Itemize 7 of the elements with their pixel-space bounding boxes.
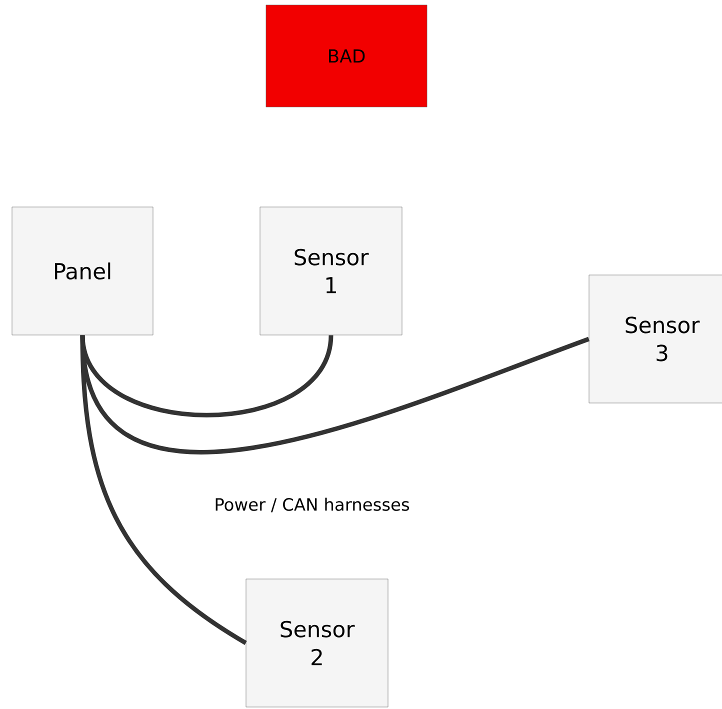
sensor-box: Sensor 3	[588, 274, 722, 404]
alert-box: BAD	[266, 4, 428, 108]
caption-text: Power / CAN harnesses	[216, 498, 410, 512]
panel-box: Panel	[12, 206, 154, 336]
sensor-box: Sensor 1	[260, 206, 402, 336]
sensor-box: Sensor 2	[246, 578, 388, 708]
cable	[80, 335, 247, 645]
